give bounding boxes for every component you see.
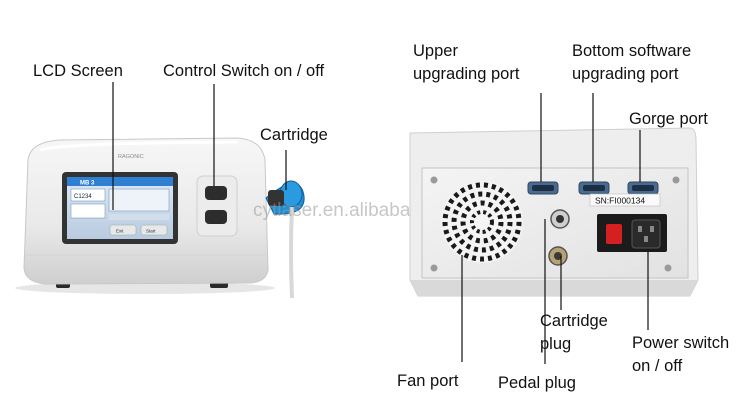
label-cartridge: Cartridge (260, 126, 328, 144)
label-control-switch: Control Switch on / off (163, 62, 325, 80)
bottom-upgrading-port (578, 181, 610, 195)
cartridge-plug-socket (550, 209, 570, 229)
back-device: SN:FI000134 (409, 127, 699, 297)
screen-value: C1234 (74, 194, 92, 200)
gorge-port (627, 181, 659, 195)
label-lcd-screen: LCD Screen (33, 62, 123, 80)
label-gorge-port: Gorge port (629, 110, 708, 128)
control-panel (196, 175, 238, 237)
power-module (597, 214, 667, 252)
control-switch-secondary[interactable] (205, 210, 227, 224)
leader-lines (112, 82, 649, 364)
label-pedal-plug: Pedal plug (498, 374, 576, 392)
label-power-switch: Power switch on / off (632, 334, 730, 375)
screen-title: MB 3 (80, 181, 95, 187)
label-fan-port: Fan port (397, 372, 459, 390)
power-switch[interactable] (606, 224, 622, 244)
front-device: MB 3 C1234 Exit Start RAGONIC cytlaser.e… (15, 137, 452, 299)
cartridge-handpiece (265, 180, 305, 299)
serial-number: SN:FI000134 (595, 196, 645, 206)
screw (430, 176, 438, 184)
control-switch[interactable] (205, 186, 227, 200)
screen-button-left: Exit (116, 229, 124, 234)
screw (430, 264, 438, 272)
screen-button-right: Start (146, 229, 156, 234)
label-bottom-upgrading-port: Bottom software upgrading port (572, 42, 692, 83)
label-upper-upgrading-port: Upper upgrading port (413, 42, 520, 83)
screw (672, 176, 680, 184)
brand-logo: RAGONIC (118, 154, 144, 160)
watermark: cytlaser.en.alibaba.com (253, 200, 452, 221)
fan-grille (441, 181, 523, 263)
label-cartridge-plug: Cartridge plug (540, 312, 608, 353)
upper-upgrading-port (527, 181, 559, 195)
pedal-plug-socket (548, 246, 568, 266)
screw (664, 264, 672, 272)
